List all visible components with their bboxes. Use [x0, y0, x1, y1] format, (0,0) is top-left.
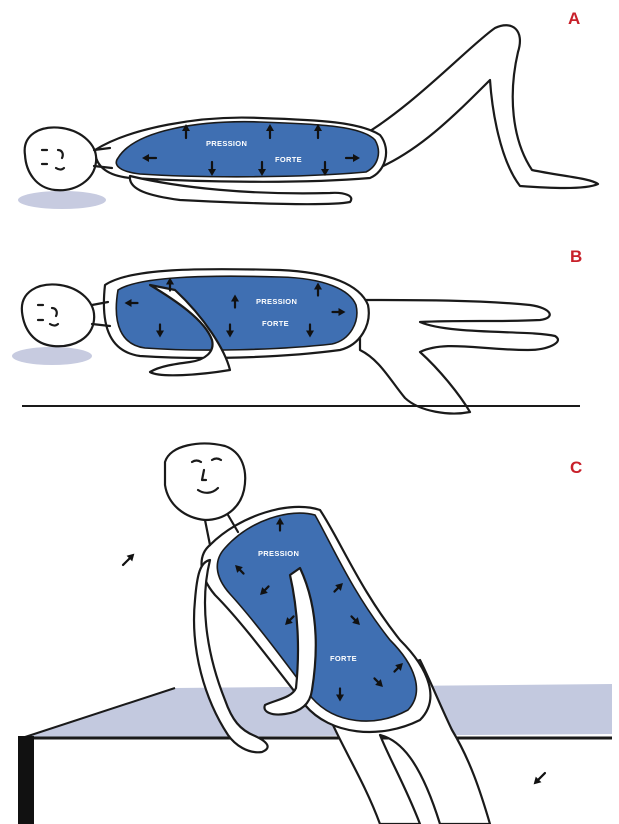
head-b [22, 284, 94, 346]
zone-word-b-2: FORTE [262, 319, 289, 328]
zone-word-a-1: PRESSION [206, 139, 247, 148]
panel-label-c: C [570, 458, 582, 477]
pillow-shadow-a [18, 191, 106, 209]
zone-word-c-2: FORTE [330, 654, 357, 663]
head-c [165, 444, 245, 520]
arrow-icon [534, 773, 545, 784]
table-leg [18, 736, 34, 824]
leg-a [355, 25, 598, 188]
head-a [25, 127, 96, 190]
panel-label-b: B [570, 247, 582, 266]
panel-b: PRESSION FORTE B [12, 247, 582, 413]
arrow-icon [123, 554, 134, 565]
pillow-shadow-b [12, 347, 92, 365]
zone-word-a-2: FORTE [275, 155, 302, 164]
zone-word-b-1: PRESSION [256, 297, 297, 306]
panel-a: PRESSION FORTE A [18, 9, 598, 209]
leg-b [360, 300, 558, 413]
zone-word-c-1: PRESSION [258, 549, 299, 558]
panel-label-a: A [568, 9, 580, 28]
panel-c: PRESSION FORTE C [18, 444, 612, 824]
